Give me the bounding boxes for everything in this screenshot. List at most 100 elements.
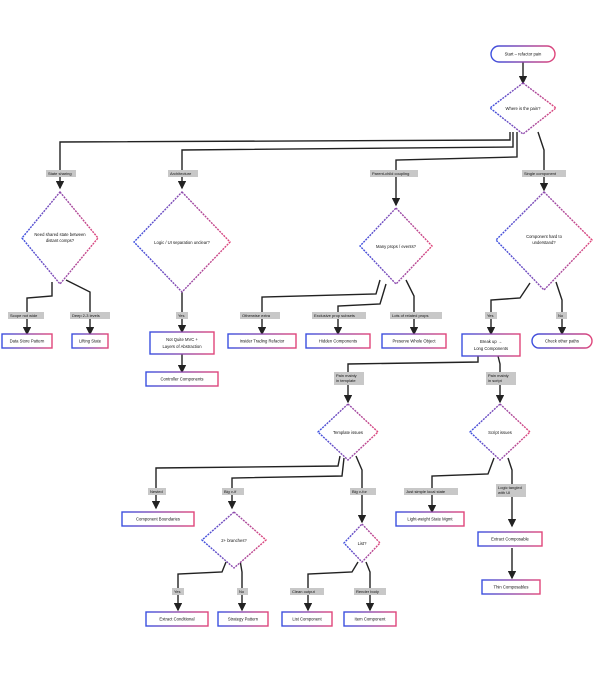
node-lightweight-state: Light-weight State Mgmt	[395, 511, 465, 527]
svg-text:Logic tangled: Logic tangled	[498, 485, 522, 490]
edge-comp-check	[555, 281, 567, 336]
edge-breakup-template	[343, 356, 479, 404]
node-break-up: Break up → Long Components	[461, 333, 521, 357]
svg-text:No: No	[558, 313, 564, 318]
svg-text:Render body: Render body	[356, 589, 379, 594]
node-not-quite-mvc: Not Quite MVC + Layers of Abstraction	[149, 331, 215, 355]
edge-script-extract	[507, 457, 517, 528]
node-list: List?	[343, 522, 381, 564]
edge-script-lightweight	[427, 457, 495, 514]
svg-text:Yes: Yes	[487, 313, 494, 318]
edge-label-no-branches: No	[237, 588, 248, 595]
node-shared-state: Need shared state between distant comps?	[21, 190, 99, 286]
edge-label-render-body: Render body	[354, 588, 386, 595]
svg-text:understand?: understand?	[532, 240, 556, 245]
svg-text:List?: List?	[358, 541, 368, 546]
svg-text:State sharing: State sharing	[48, 171, 72, 176]
svg-text:in template: in template	[336, 378, 356, 383]
node-item-component: Item Component	[343, 611, 397, 627]
node-comp-hard: Component hard to understand?	[495, 191, 593, 292]
edge-list-listcomp	[303, 561, 359, 612]
svg-text:Component Boundaries: Component Boundaries	[136, 517, 180, 522]
node-script-issues: Script issues	[468, 403, 532, 461]
edge-props-insider	[257, 279, 381, 336]
svg-text:List Component: List Component	[292, 617, 322, 622]
svg-text:Need shared state between: Need shared state between	[34, 232, 86, 237]
edge-props-preserve	[405, 279, 419, 336]
svg-text:Parent-child coupling: Parent-child coupling	[372, 171, 409, 176]
node-preserve-whole: Preserve Whole Object	[381, 333, 447, 349]
edge-label-otherwise-extra: Otherwise extra	[240, 312, 280, 319]
edge-label-scope-not-wide: Scope not wide	[8, 312, 44, 319]
svg-text:Exclusive prop subsets: Exclusive prop subsets	[314, 313, 355, 318]
svg-text:Strategy Pattern: Strategy Pattern	[228, 617, 259, 622]
node-start: Start – refactor pain	[490, 45, 556, 63]
svg-text:Item Component: Item Component	[355, 617, 387, 622]
svg-text:in script: in script	[488, 378, 503, 383]
svg-text:Logic / UI separation unclear?: Logic / UI separation unclear?	[154, 240, 210, 245]
edge-list-itemcomp	[365, 561, 375, 612]
edge-labels: State sharing Architecture Parent-child …	[8, 170, 567, 595]
edge-template-boundaries	[151, 455, 341, 510]
edge-label-yes-branches: Yes	[172, 588, 184, 595]
node-thin-composables: Thin Composables	[481, 579, 541, 595]
edge-where-single	[537, 131, 549, 192]
svg-text:Yes: Yes	[178, 313, 185, 318]
svg-text:Extract Composable: Extract Composable	[491, 537, 529, 542]
edge-label-big-vif: Big v-if	[222, 488, 244, 495]
node-hidden-components: Hidden Components	[305, 333, 371, 349]
svg-text:Nested: Nested	[150, 489, 163, 494]
svg-text:No: No	[239, 589, 245, 594]
node-extract-composable: Extract Composable	[477, 531, 543, 547]
node-many-props: Many props / events?	[359, 206, 433, 286]
node-data-store: Data Store Pattern	[1, 333, 53, 349]
edge-label-big-vfor: Big v-for	[350, 488, 376, 495]
svg-text:Component hard to: Component hard to	[526, 234, 563, 239]
edge-props-hidden	[333, 283, 387, 336]
edge-breakup-script	[495, 355, 505, 404]
edge-label-lots-related: Lots of related props	[390, 312, 442, 319]
svg-text:Scope not wide: Scope not wide	[10, 313, 38, 318]
edge-label-single-component: Single component	[522, 170, 566, 177]
edge-label-yes-logic: Yes	[176, 312, 188, 319]
svg-text:Pain mainly: Pain mainly	[488, 373, 509, 378]
svg-text:Break up →: Break up →	[480, 339, 502, 344]
svg-text:Controller Components: Controller Components	[160, 377, 203, 382]
node-template-issues: Template issues	[316, 403, 380, 461]
svg-text:Architecture: Architecture	[170, 171, 192, 176]
svg-text:Clean output: Clean output	[292, 589, 316, 594]
svg-text:Insider Trading Refactor: Insider Trading Refactor	[240, 339, 285, 344]
svg-text:Where is the pain?: Where is the pain?	[506, 106, 542, 111]
svg-text:Single component: Single component	[524, 171, 557, 176]
svg-text:Pain mainly: Pain mainly	[336, 373, 357, 378]
svg-text:Long Components: Long Components	[474, 346, 508, 351]
edge-label-nested: Nested	[148, 488, 166, 495]
svg-text:Big v-for: Big v-for	[352, 489, 368, 494]
svg-text:Otherwise extra: Otherwise extra	[242, 313, 271, 318]
svg-text:Yes: Yes	[174, 589, 181, 594]
svg-text:Extract Conditional: Extract Conditional	[159, 617, 194, 622]
edge-where-architecture	[177, 132, 514, 190]
svg-text:Lifting State: Lifting State	[79, 339, 102, 344]
edge-label-clean-output: Clean output	[290, 588, 324, 595]
edge-label-no-comp: No	[556, 312, 567, 319]
node-insider-trading: Insider Trading Refactor	[227, 333, 297, 349]
svg-text:Not Quite MVC +: Not Quite MVC +	[166, 337, 198, 342]
edge-label-parent-child: Parent-child coupling	[370, 170, 418, 177]
edge-shared-lifting	[65, 279, 95, 336]
edge-label-deep-23: Deep 2-3 levels	[70, 312, 110, 319]
svg-text:Many props / events?: Many props / events?	[376, 244, 417, 249]
node-check-other: Check other paths	[531, 333, 593, 349]
edge-where-parent	[391, 132, 518, 207]
svg-text:Data Store Pattern: Data Store Pattern	[10, 339, 45, 344]
edge-shared-datastore	[22, 282, 53, 336]
svg-text:Layers of Abstraction: Layers of Abstraction	[162, 344, 202, 349]
node-lifting-state: Lifting State	[71, 333, 109, 349]
svg-text:Start – refactor pain: Start – refactor pain	[505, 52, 542, 57]
node-logic-ui: Logic / UI separation unclear?	[133, 190, 231, 294]
edge-label-architecture: Architecture	[168, 170, 198, 177]
edge-label-yes-comp: Yes	[485, 312, 497, 319]
